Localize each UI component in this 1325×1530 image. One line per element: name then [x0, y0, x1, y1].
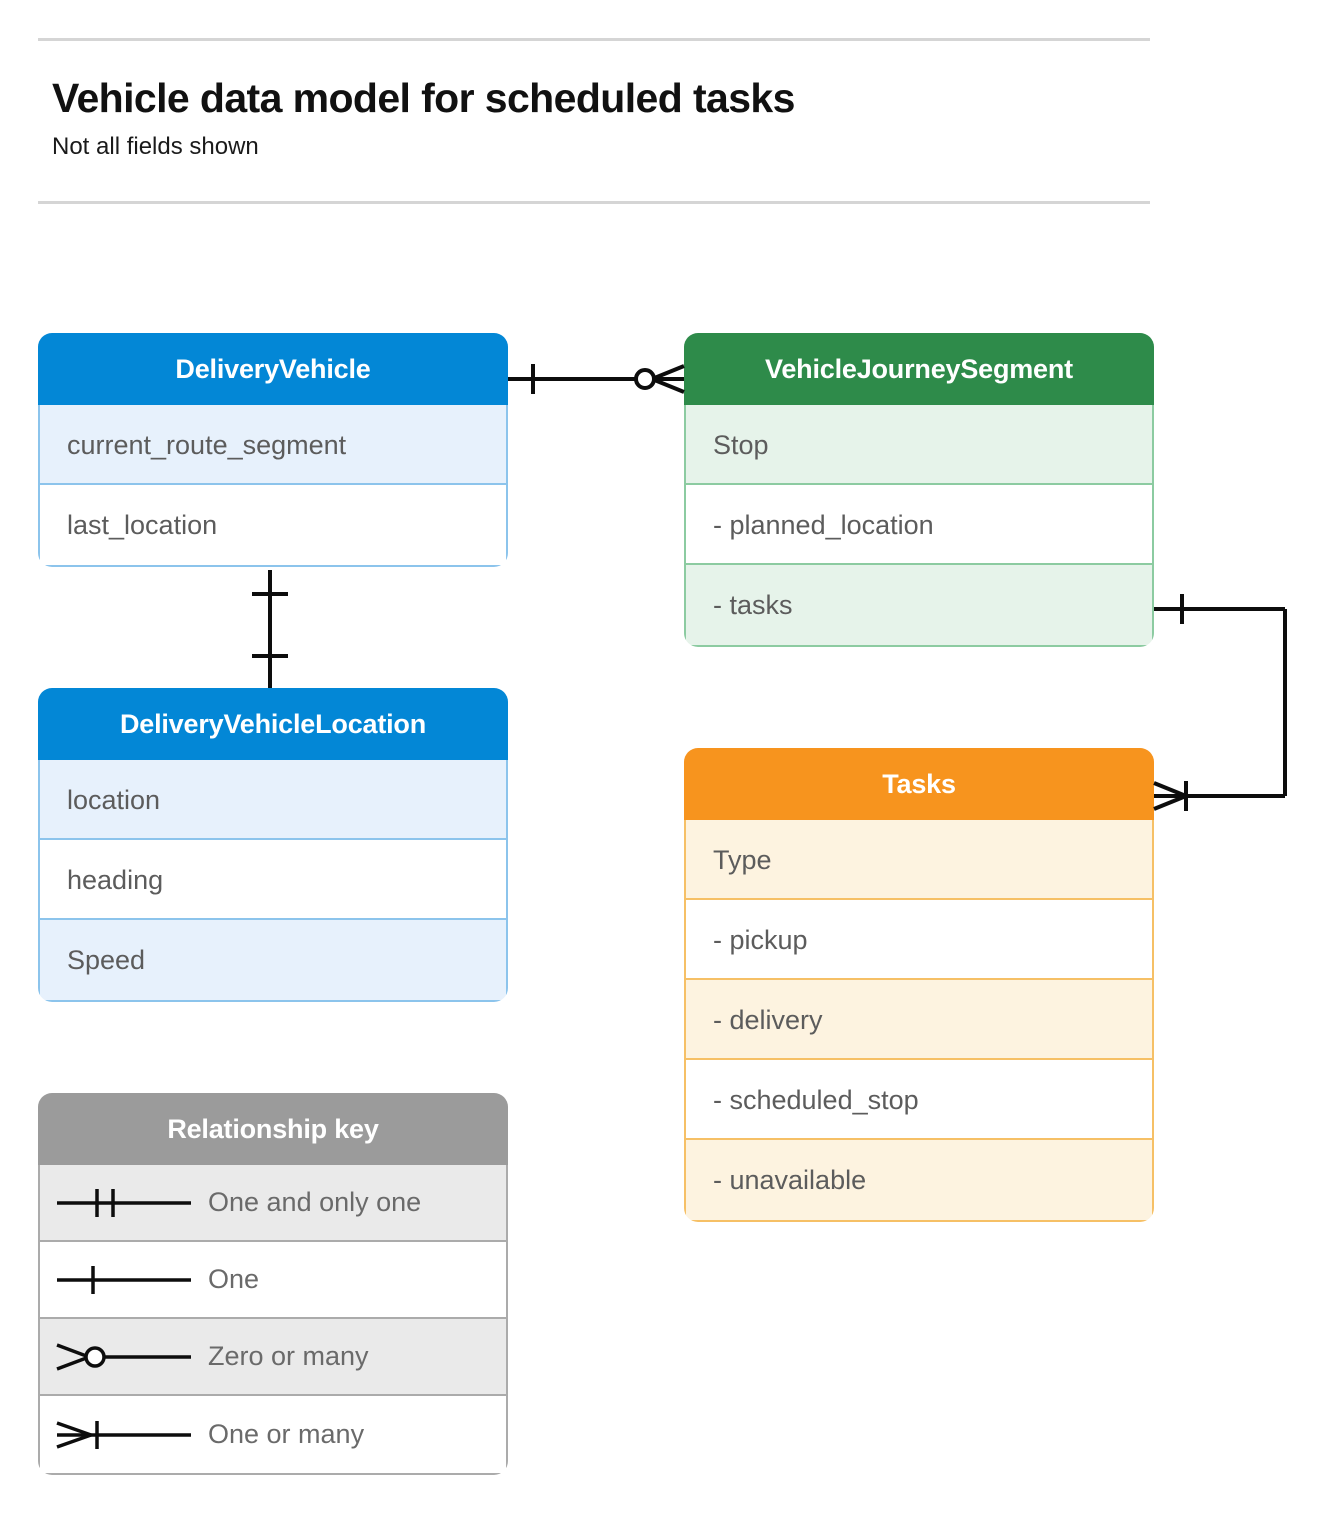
entity-title-tasks: Tasks [684, 748, 1154, 820]
legend-row-one-or-many[interactable]: One or many [40, 1396, 506, 1473]
entity-vehicle-journey-segment[interactable]: VehicleJourneySegment Stop - planned_loc… [684, 333, 1154, 647]
entity-title-delivery-vehicle: DeliveryVehicle [38, 333, 508, 405]
entity-row[interactable]: - scheduled_stop [686, 1060, 1152, 1140]
one-or-many-icon [40, 1415, 208, 1455]
zero-or-many-icon [40, 1337, 208, 1377]
entity-row[interactable]: current_route_segment [40, 405, 506, 485]
relationship-key-legend[interactable]: Relationship key One and only one [38, 1093, 508, 1475]
entity-row[interactable]: - planned_location [686, 485, 1152, 565]
entity-delivery-vehicle[interactable]: DeliveryVehicle current_route_segment la… [38, 333, 508, 567]
legend-label: Zero or many [208, 1341, 369, 1371]
entity-row[interactable]: - delivery [686, 980, 1152, 1060]
header-divider-top [38, 38, 1150, 41]
entity-row[interactable]: Speed [40, 920, 506, 1000]
header-divider-bottom [38, 201, 1150, 204]
entity-body-tasks: Type - pickup - delivery - scheduled_sto… [684, 820, 1154, 1222]
entity-row[interactable]: last_location [40, 485, 506, 565]
page-title: Vehicle data model for scheduled tasks [52, 75, 795, 121]
entity-body-vehicle-journey-segment: Stop - planned_location - tasks [684, 405, 1154, 647]
legend-label: One [208, 1264, 260, 1294]
one-and-only-one-icon [40, 1183, 208, 1223]
entity-title-vehicle-journey-segment: VehicleJourneySegment [684, 333, 1154, 405]
entity-delivery-vehicle-location[interactable]: DeliveryVehicleLocation location heading… [38, 688, 508, 1002]
entity-row[interactable]: - unavailable [686, 1140, 1152, 1220]
entity-body-delivery-vehicle-location: location heading Speed [38, 760, 508, 1002]
relationship-key-title: Relationship key [38, 1093, 508, 1165]
legend-row-one[interactable]: One [40, 1242, 506, 1319]
entity-row[interactable]: location [40, 760, 506, 840]
entity-title-delivery-vehicle-location: DeliveryVehicleLocation [38, 688, 508, 760]
entity-body-delivery-vehicle: current_route_segment last_location [38, 405, 508, 567]
connector-vehiclejourneysegment-tasks [1153, 594, 1287, 811]
relationship-key-body: One and only one One [38, 1165, 508, 1475]
entity-tasks[interactable]: Tasks Type - pickup - delivery - schedul… [684, 748, 1154, 1222]
entity-row[interactable]: heading [40, 840, 506, 920]
legend-label: One or many [208, 1419, 365, 1449]
legend-label: One and only one [208, 1187, 422, 1217]
entity-row[interactable]: - tasks [686, 565, 1152, 645]
one-icon [40, 1260, 208, 1300]
entity-row[interactable]: - pickup [686, 900, 1152, 980]
connector-deliveryvehicle-deliveryvehiclelocation [252, 570, 288, 688]
entity-row[interactable]: Stop [686, 405, 1152, 485]
entity-row[interactable]: Type [686, 820, 1152, 900]
legend-row-zero-or-many[interactable]: Zero or many [40, 1319, 506, 1396]
page-subtitle: Not all fields shown [52, 133, 259, 160]
legend-row-one-and-only-one[interactable]: One and only one [40, 1165, 506, 1242]
connector-deliveryvehicle-vehiclejourneysegment [508, 364, 685, 394]
